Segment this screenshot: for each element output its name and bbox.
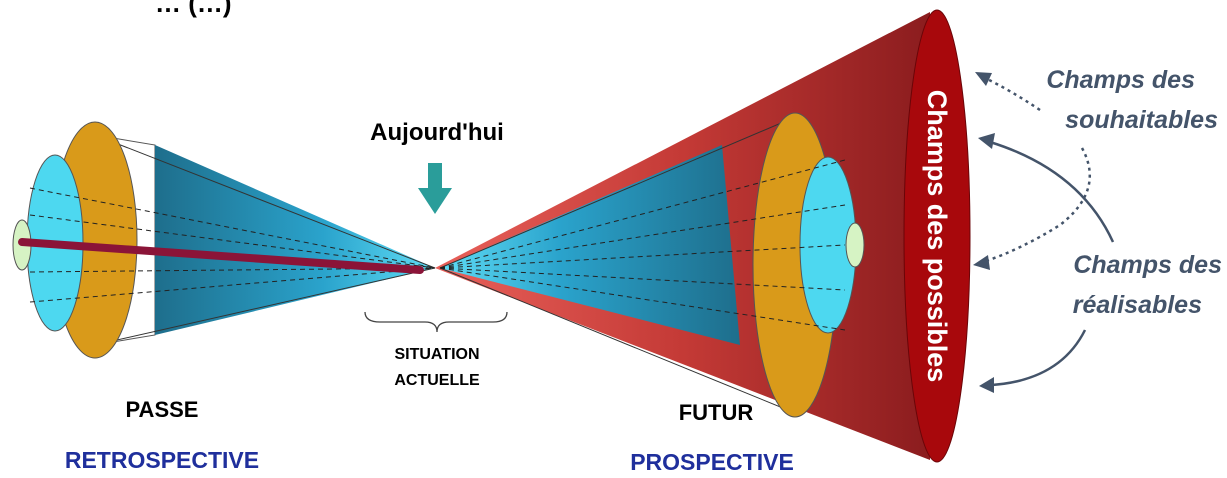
past-rod (18, 238, 424, 274)
future-center-disk (845, 222, 865, 268)
souhaitables-label-line2: souhaitables (1065, 106, 1218, 134)
realisables-arrows (978, 133, 1115, 393)
realisables-label-line2: réalisables (1073, 291, 1202, 319)
future-label: FUTUR (679, 400, 754, 425)
past-label: PASSE (126, 397, 199, 422)
prospective-label: PROSPECTIVE (630, 449, 794, 473)
possibles-label: Champs des possibles (922, 90, 952, 383)
souhaitables-arrows (973, 72, 1091, 270)
possibles-ellipse (903, 9, 971, 463)
situation-brace (364, 311, 508, 333)
future-cone: Champs des possibles (435, 9, 971, 463)
partial-title: … (…) (155, 0, 232, 18)
today-arrow-icon (418, 163, 452, 214)
past-cone (12, 121, 436, 359)
retrospective-label: RETROSPECTIVE (65, 447, 259, 473)
situation-label-line2: ACTUELLE (394, 372, 480, 389)
situation-label-line1: SITUATION (394, 346, 479, 363)
souhaitables-label-line1: Champs des (1046, 66, 1195, 94)
realisables-label-line1: Champs des (1073, 251, 1222, 279)
today-label: Aujourd'hui (370, 119, 504, 146)
